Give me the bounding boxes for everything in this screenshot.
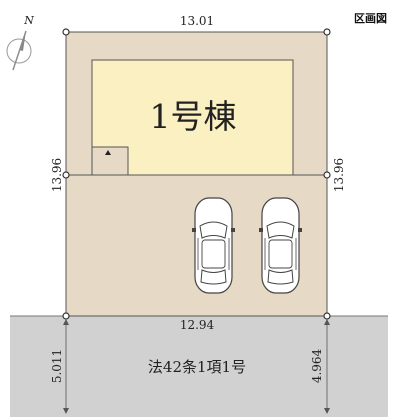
- car-icon: [192, 197, 235, 294]
- corner-marker: [323, 312, 331, 320]
- road-area: [10, 316, 388, 417]
- dimension-road-left: 5.011: [50, 349, 64, 383]
- dimension-right: 13.96: [332, 158, 346, 192]
- dimension-bottom: 12.94: [180, 318, 215, 332]
- car-icon: [259, 197, 302, 294]
- corner-marker: [323, 28, 331, 36]
- road-label: 法42条1項1号: [148, 358, 246, 376]
- dimension-arrow: [324, 408, 330, 414]
- dimension-top: 13.01: [180, 14, 214, 28]
- entrance-marker: [105, 150, 111, 155]
- page-title: 区画図: [354, 11, 387, 25]
- north-arrow-icon: [6, 30, 32, 71]
- building-label: 1号棟: [150, 97, 237, 136]
- dimension-left: 13.96: [50, 158, 64, 192]
- corner-marker: [323, 171, 331, 179]
- dimension-road-right: 4.964: [310, 348, 324, 383]
- dimension-arrow: [63, 408, 69, 414]
- corner-marker: [62, 28, 70, 36]
- dimension-arrow: [324, 319, 330, 325]
- corner-marker: [62, 312, 70, 320]
- corner-marker: [62, 171, 70, 179]
- dimension-arrow: [63, 319, 69, 325]
- north-label: N: [23, 14, 34, 27]
